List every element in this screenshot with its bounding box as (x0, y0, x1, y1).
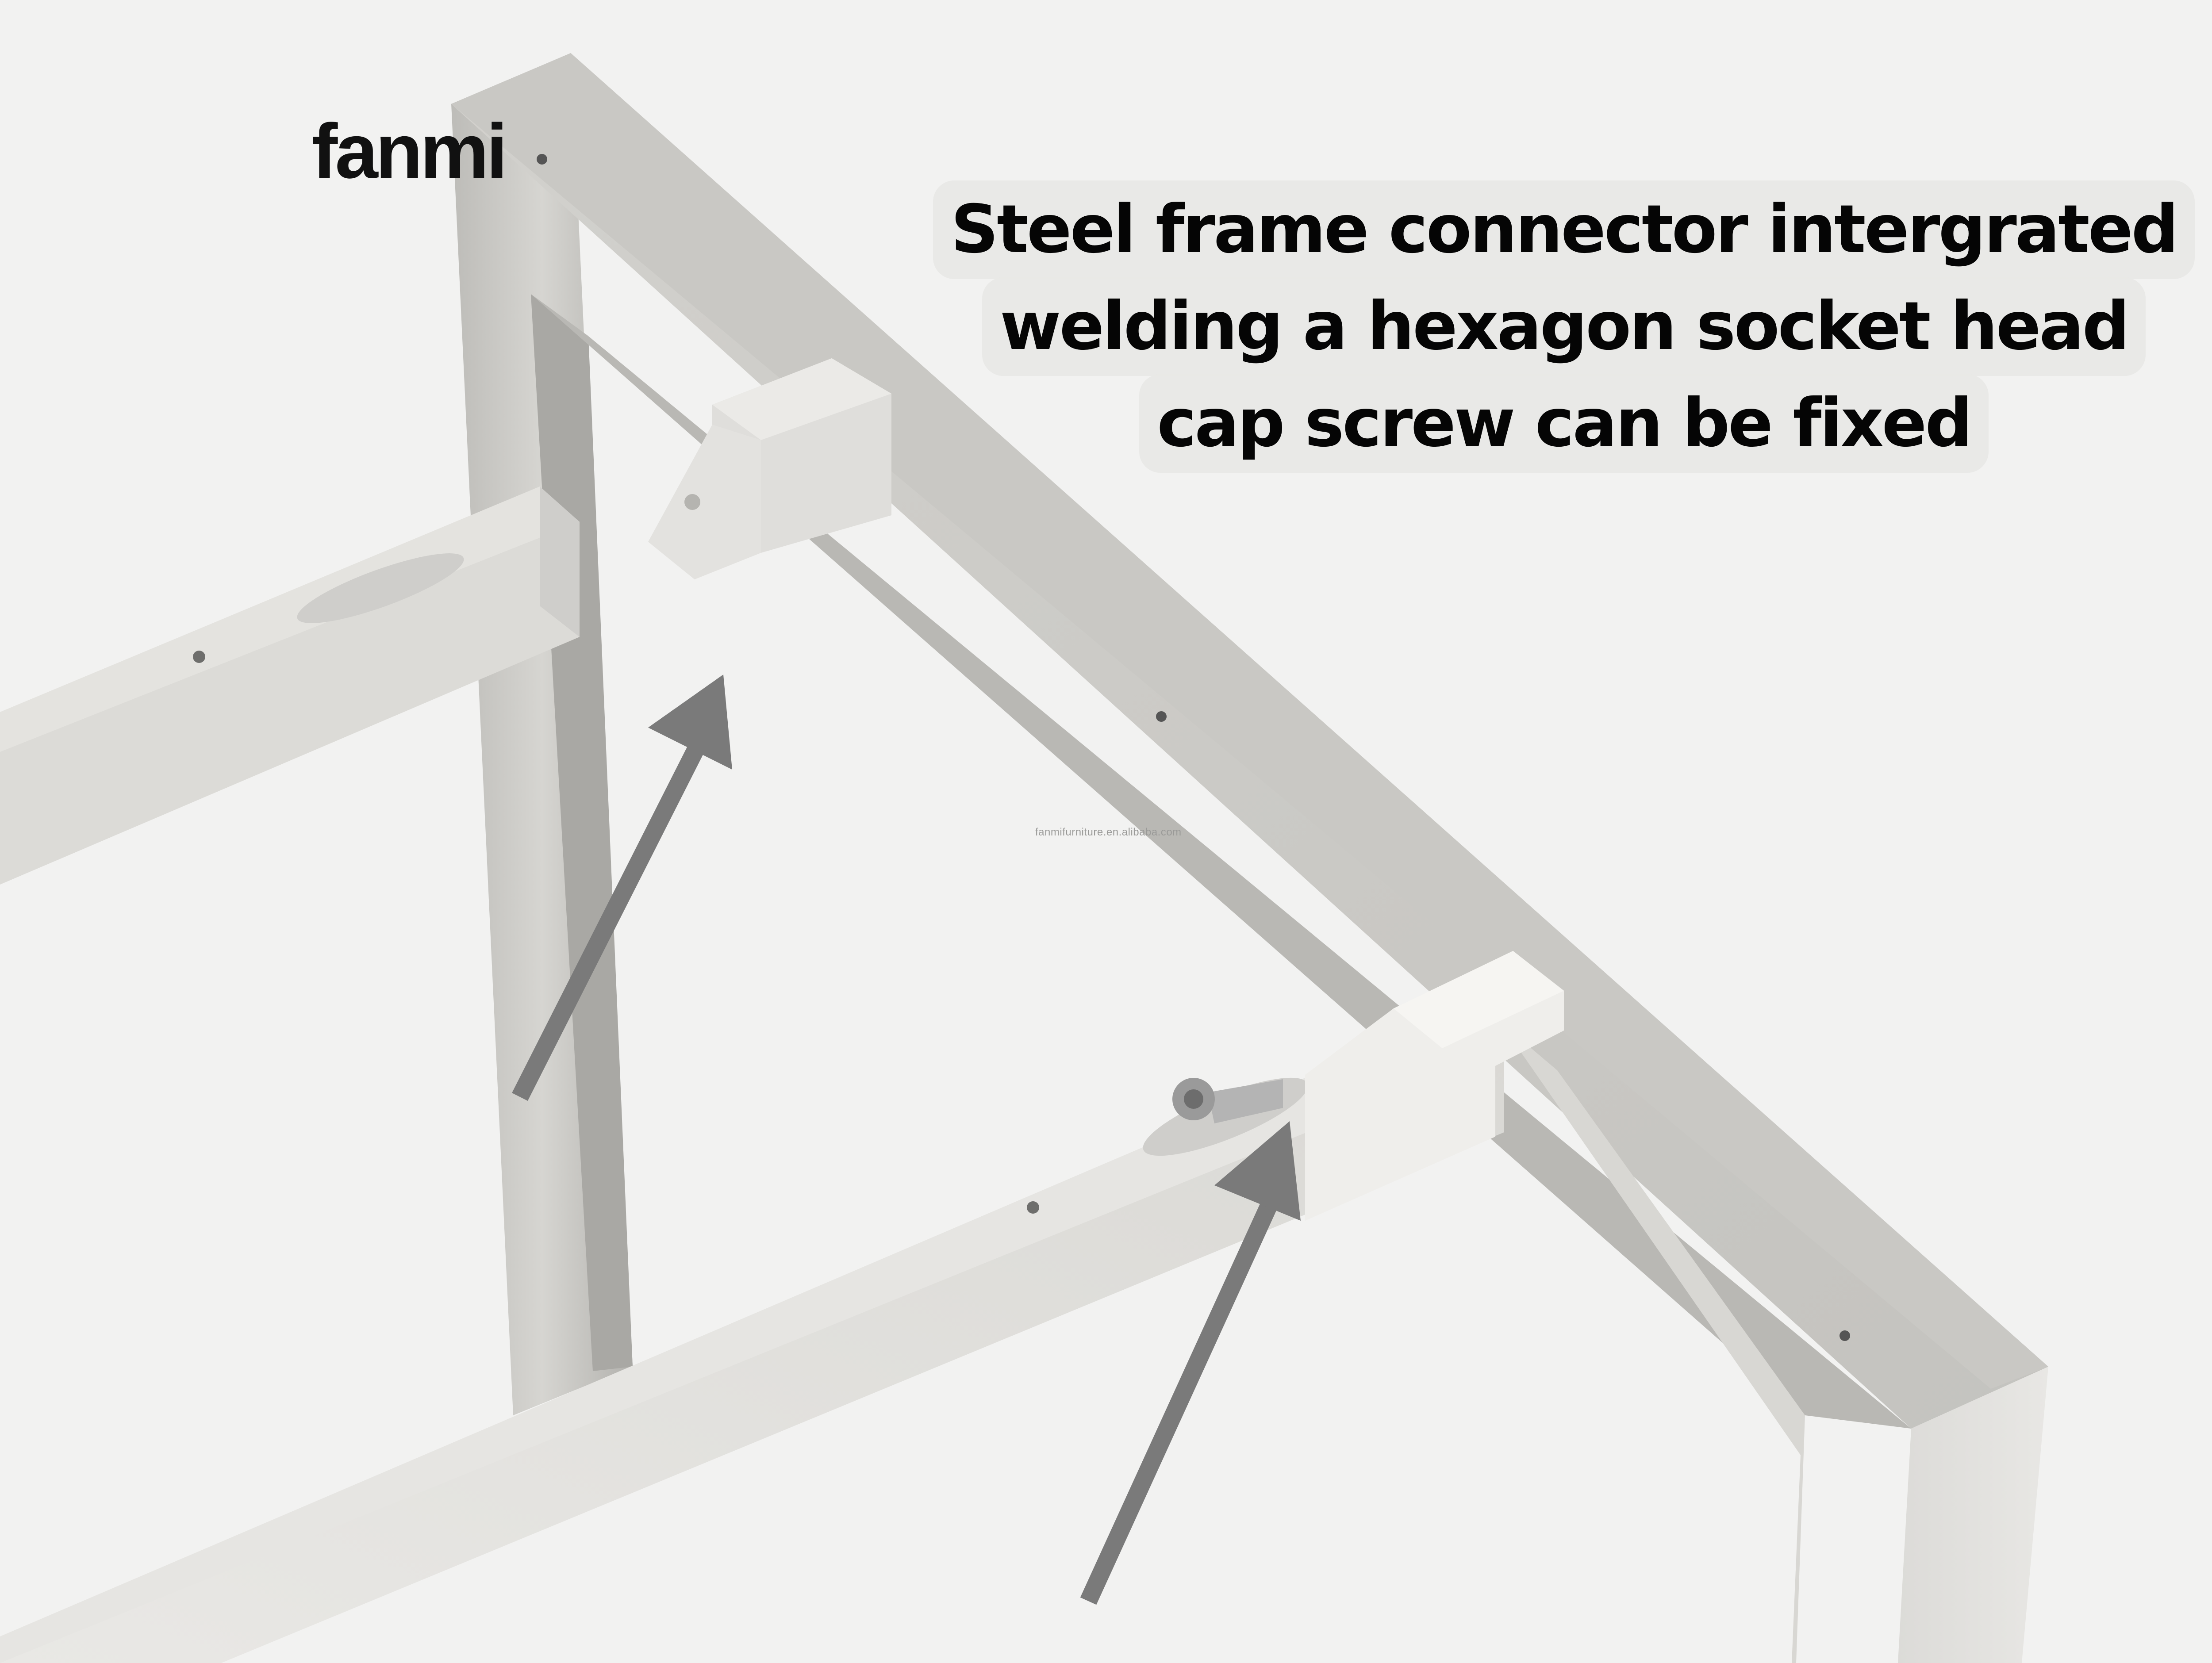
pointer-arrow (512, 674, 732, 1101)
watermark: fanmifurniture.en.alibaba.com (1035, 826, 1182, 838)
screw-hole (1156, 711, 1167, 722)
screw-hole (1839, 1330, 1850, 1341)
left-cross-rail (0, 487, 580, 885)
caption-line-1: Steel frame connector intergrated (933, 180, 2195, 279)
pointer-arrow (1080, 1121, 1301, 1605)
front-right-leg (1500, 1022, 2048, 1663)
brand-logo: fanmi (312, 108, 508, 195)
screw-hole (193, 651, 205, 663)
screw-hole (1027, 1201, 1039, 1214)
screw-hole (537, 154, 547, 165)
upper-frame-connector (648, 358, 891, 579)
lower-frame-connector (1305, 951, 1564, 1221)
caption-line-2: welding a hexagon socket head (982, 277, 2146, 376)
caption-line-3: cap screw can be fixed (1139, 374, 1989, 473)
hex-socket-screw (1172, 1078, 1283, 1123)
feature-caption: Steel frame connector intergrated weldin… (911, 180, 2212, 473)
slot-opening (297, 553, 464, 623)
